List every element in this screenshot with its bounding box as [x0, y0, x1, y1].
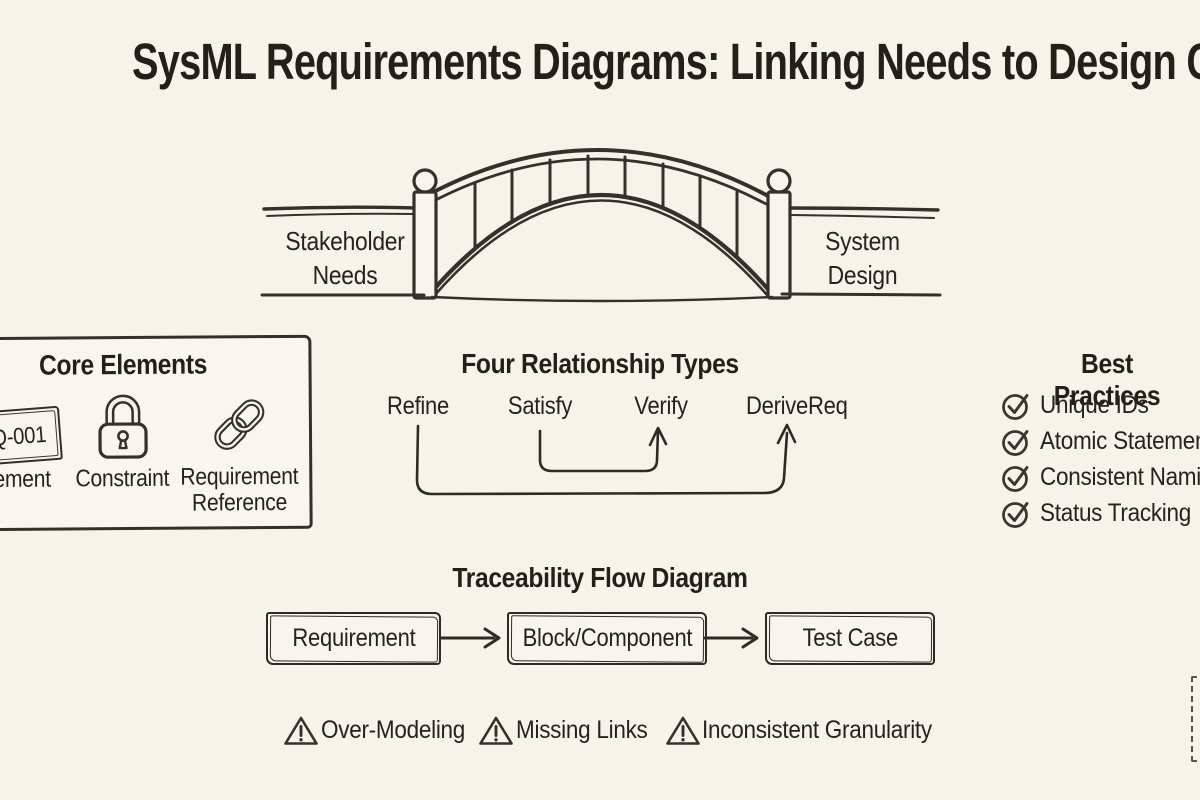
flow-node-test-case: Test Case — [765, 612, 935, 665]
flow-arrow — [703, 627, 759, 649]
warning-item: Inconsistent Granularity — [702, 716, 932, 744]
best-practice-item: Status Tracking — [1040, 499, 1192, 527]
best-practice-item: Atomic Statements — [1040, 427, 1200, 455]
relationship-verify: Verify — [634, 392, 688, 420]
bridge-balusters — [473, 154, 739, 259]
right-rail-line — [787, 206, 940, 212]
flow-arrow — [439, 627, 501, 649]
requirement-label: Requirement — [0, 465, 51, 494]
relationship-arrows — [415, 423, 797, 496]
relationship-derivereq: DeriveReq — [746, 392, 848, 420]
constraint-label: Constraint — [75, 464, 170, 493]
left-rail-line — [262, 205, 418, 211]
warning-item: Over-Modeling — [321, 716, 466, 744]
relationship-refine: Refine — [386, 392, 450, 420]
bridge-right-finial — [766, 168, 792, 194]
requirement-tag-text: REQ-001 — [0, 420, 48, 453]
warning-triangle-icon — [284, 716, 318, 745]
chain-link-icon — [214, 399, 265, 450]
lock-icon — [98, 394, 148, 459]
bridge-left-post — [412, 190, 438, 300]
best-practices-heading: Best Practices — [1053, 348, 1161, 411]
requirement-tag-icon: REQ-001 — [0, 405, 63, 469]
refine-to-derivereq-arrow — [415, 424, 789, 496]
bridge-right-label: System Design — [825, 226, 900, 290]
flow-node-label: Test Case — [802, 624, 898, 652]
bridge-deck-arc — [425, 192, 777, 299]
check-circle-icon — [1002, 466, 1029, 492]
page-title: SysML Requirements Diagrams: Linking Nee… — [132, 33, 1200, 90]
flow-node-requirement: Requirement — [266, 612, 441, 665]
center-ground-line — [430, 295, 774, 303]
check-circle-icon — [1002, 502, 1029, 528]
bridge-top-arc — [413, 148, 781, 204]
bridge-left-finial — [412, 168, 438, 194]
best-practice-item: Unique IDs — [1040, 391, 1149, 419]
bridge-left-label: Stakeholder Needs — [285, 226, 405, 290]
warning-item: Missing Links — [516, 716, 648, 744]
relationship-satisfy: Satisfy — [507, 392, 573, 420]
warning-triangle-icon — [666, 716, 700, 745]
relationship-types-heading: Four Relationship Types — [461, 348, 739, 379]
flow-node-label: Requirement — [291, 624, 416, 652]
core-elements-heading: Core Elements — [38, 348, 208, 381]
core-elements-panel: Core Elements REQ-001 Requirement Constr… — [0, 334, 313, 532]
bridge-right-post — [766, 190, 792, 300]
right-ground-line — [780, 292, 942, 297]
bridge-illustration — [260, 148, 942, 303]
dashed-placeholder-box — [1191, 676, 1200, 762]
flow-node-label: Block/Component — [522, 624, 692, 652]
check-circle-icon — [1002, 430, 1029, 456]
satisfy-to-verify-arrow — [538, 428, 660, 473]
flow-node-block-component: Block/Component — [507, 612, 707, 665]
best-practice-item: Consistent Naming — [1040, 463, 1200, 491]
traceability-heading: Traceability Flow Diagram — [452, 562, 748, 593]
check-circle-icon — [1002, 394, 1029, 420]
warning-triangle-icon — [479, 716, 513, 745]
requirement-reference-label: Requirement Reference — [180, 462, 299, 517]
